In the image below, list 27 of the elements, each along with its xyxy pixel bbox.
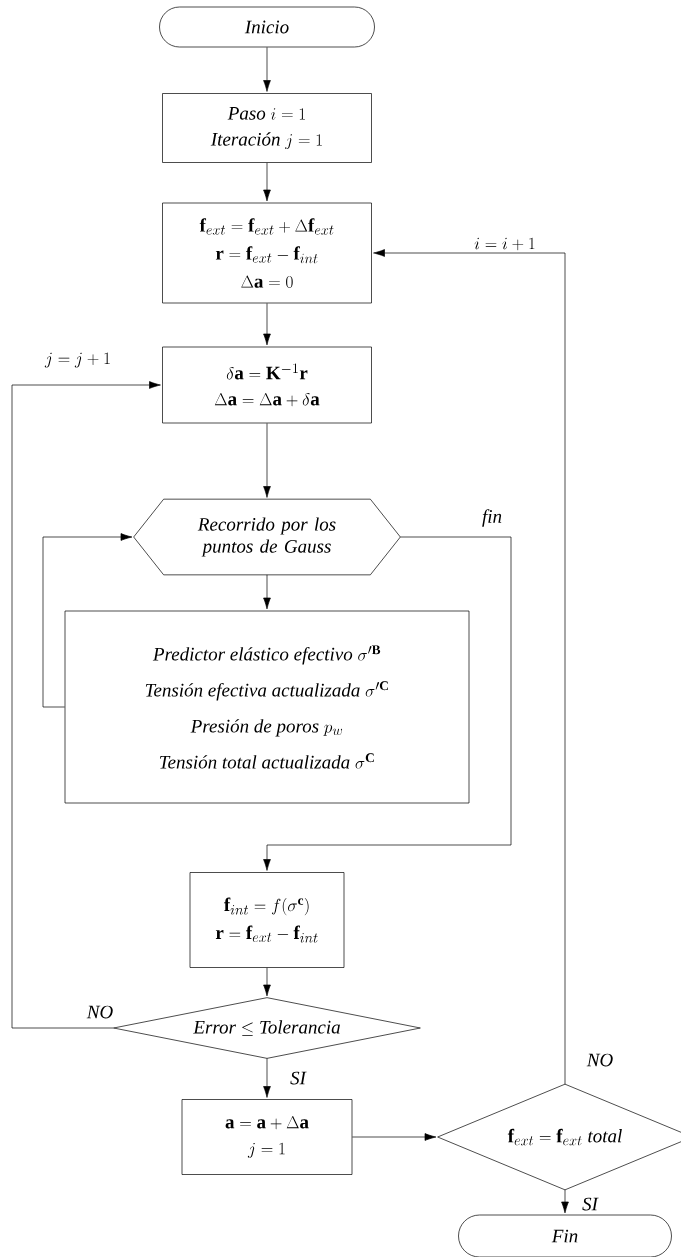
- process-box: $\delta\mathbf{a} = \mathbf{K}^{-1}\mathbf{r}$ $\Delta\mathbf{a} = \Delta\mathbf{a} + \delta\mathbf{a}$: [162, 346, 372, 424]
- edge-label: NO: [86, 1005, 113, 1019]
- arrow: [42, 533, 133, 708]
- arrow: [263, 423, 271, 498]
- arrow: [263, 536, 512, 871]
- loop-hexagon: Recorrido por los puntos de Gauss: [133, 498, 401, 576]
- arrow: [263, 303, 271, 346]
- arrow: [263, 47, 271, 92]
- process-box: $\textit{Predictor elástico efectivo}\ \sigma'^{\mathbf{B}}$ $\textit{Tensión efectiva actualizada}\ \sigma'^{\mathbf{C}}$ $\textit{Presión de poros}\ p_w$ $\textit{Tensión total actualizada}\ \sigma^{\mathbf{C}}$: [64, 610, 470, 804]
- edge-label: fin: [482, 509, 502, 527]
- arrow: [263, 162, 271, 202]
- update-formula: $j = j + 1$: [44, 352, 110, 368]
- arrow: [561, 1189, 569, 1214]
- edge-label: SI: [290, 1071, 307, 1085]
- arrow: [352, 1133, 437, 1141]
- edge-label: NO: [586, 1053, 613, 1067]
- process-box: $\mathbf{a} = \mathbf{a} + \Delta\mathbf{a}$ $j = 1$: [181, 1099, 353, 1175]
- process-box: $\textit{Paso}\ i = 1$ $\textit{Iteración}\ j = 1$: [162, 93, 372, 163]
- arrow: [263, 967, 271, 997]
- process-box: $\mathbf{f}_{ext} = \mathbf{f}_{ext} + \Delta\mathbf{f}_{ext}$ $\mathbf{r} = \mathbf{f}_{ext} - \mathbf{f}_{int}$ $\Delta\mathbf{a} = 0$: [162, 202, 372, 304]
- update-formula: $i = i + 1$: [474, 237, 535, 251]
- arrow: [263, 1058, 271, 1098]
- arrow: [373, 249, 566, 1085]
- process-box: $\mathbf{f}_{int} = f(\sigma^{\mathbf{c}})$ $\mathbf{r} = \mathbf{f}_{ext} - \mathbf{f}_{int}$: [189, 872, 345, 968]
- arrow: [263, 574, 271, 610]
- edge-label: SI: [582, 1197, 599, 1211]
- arrow: [11, 381, 161, 1029]
